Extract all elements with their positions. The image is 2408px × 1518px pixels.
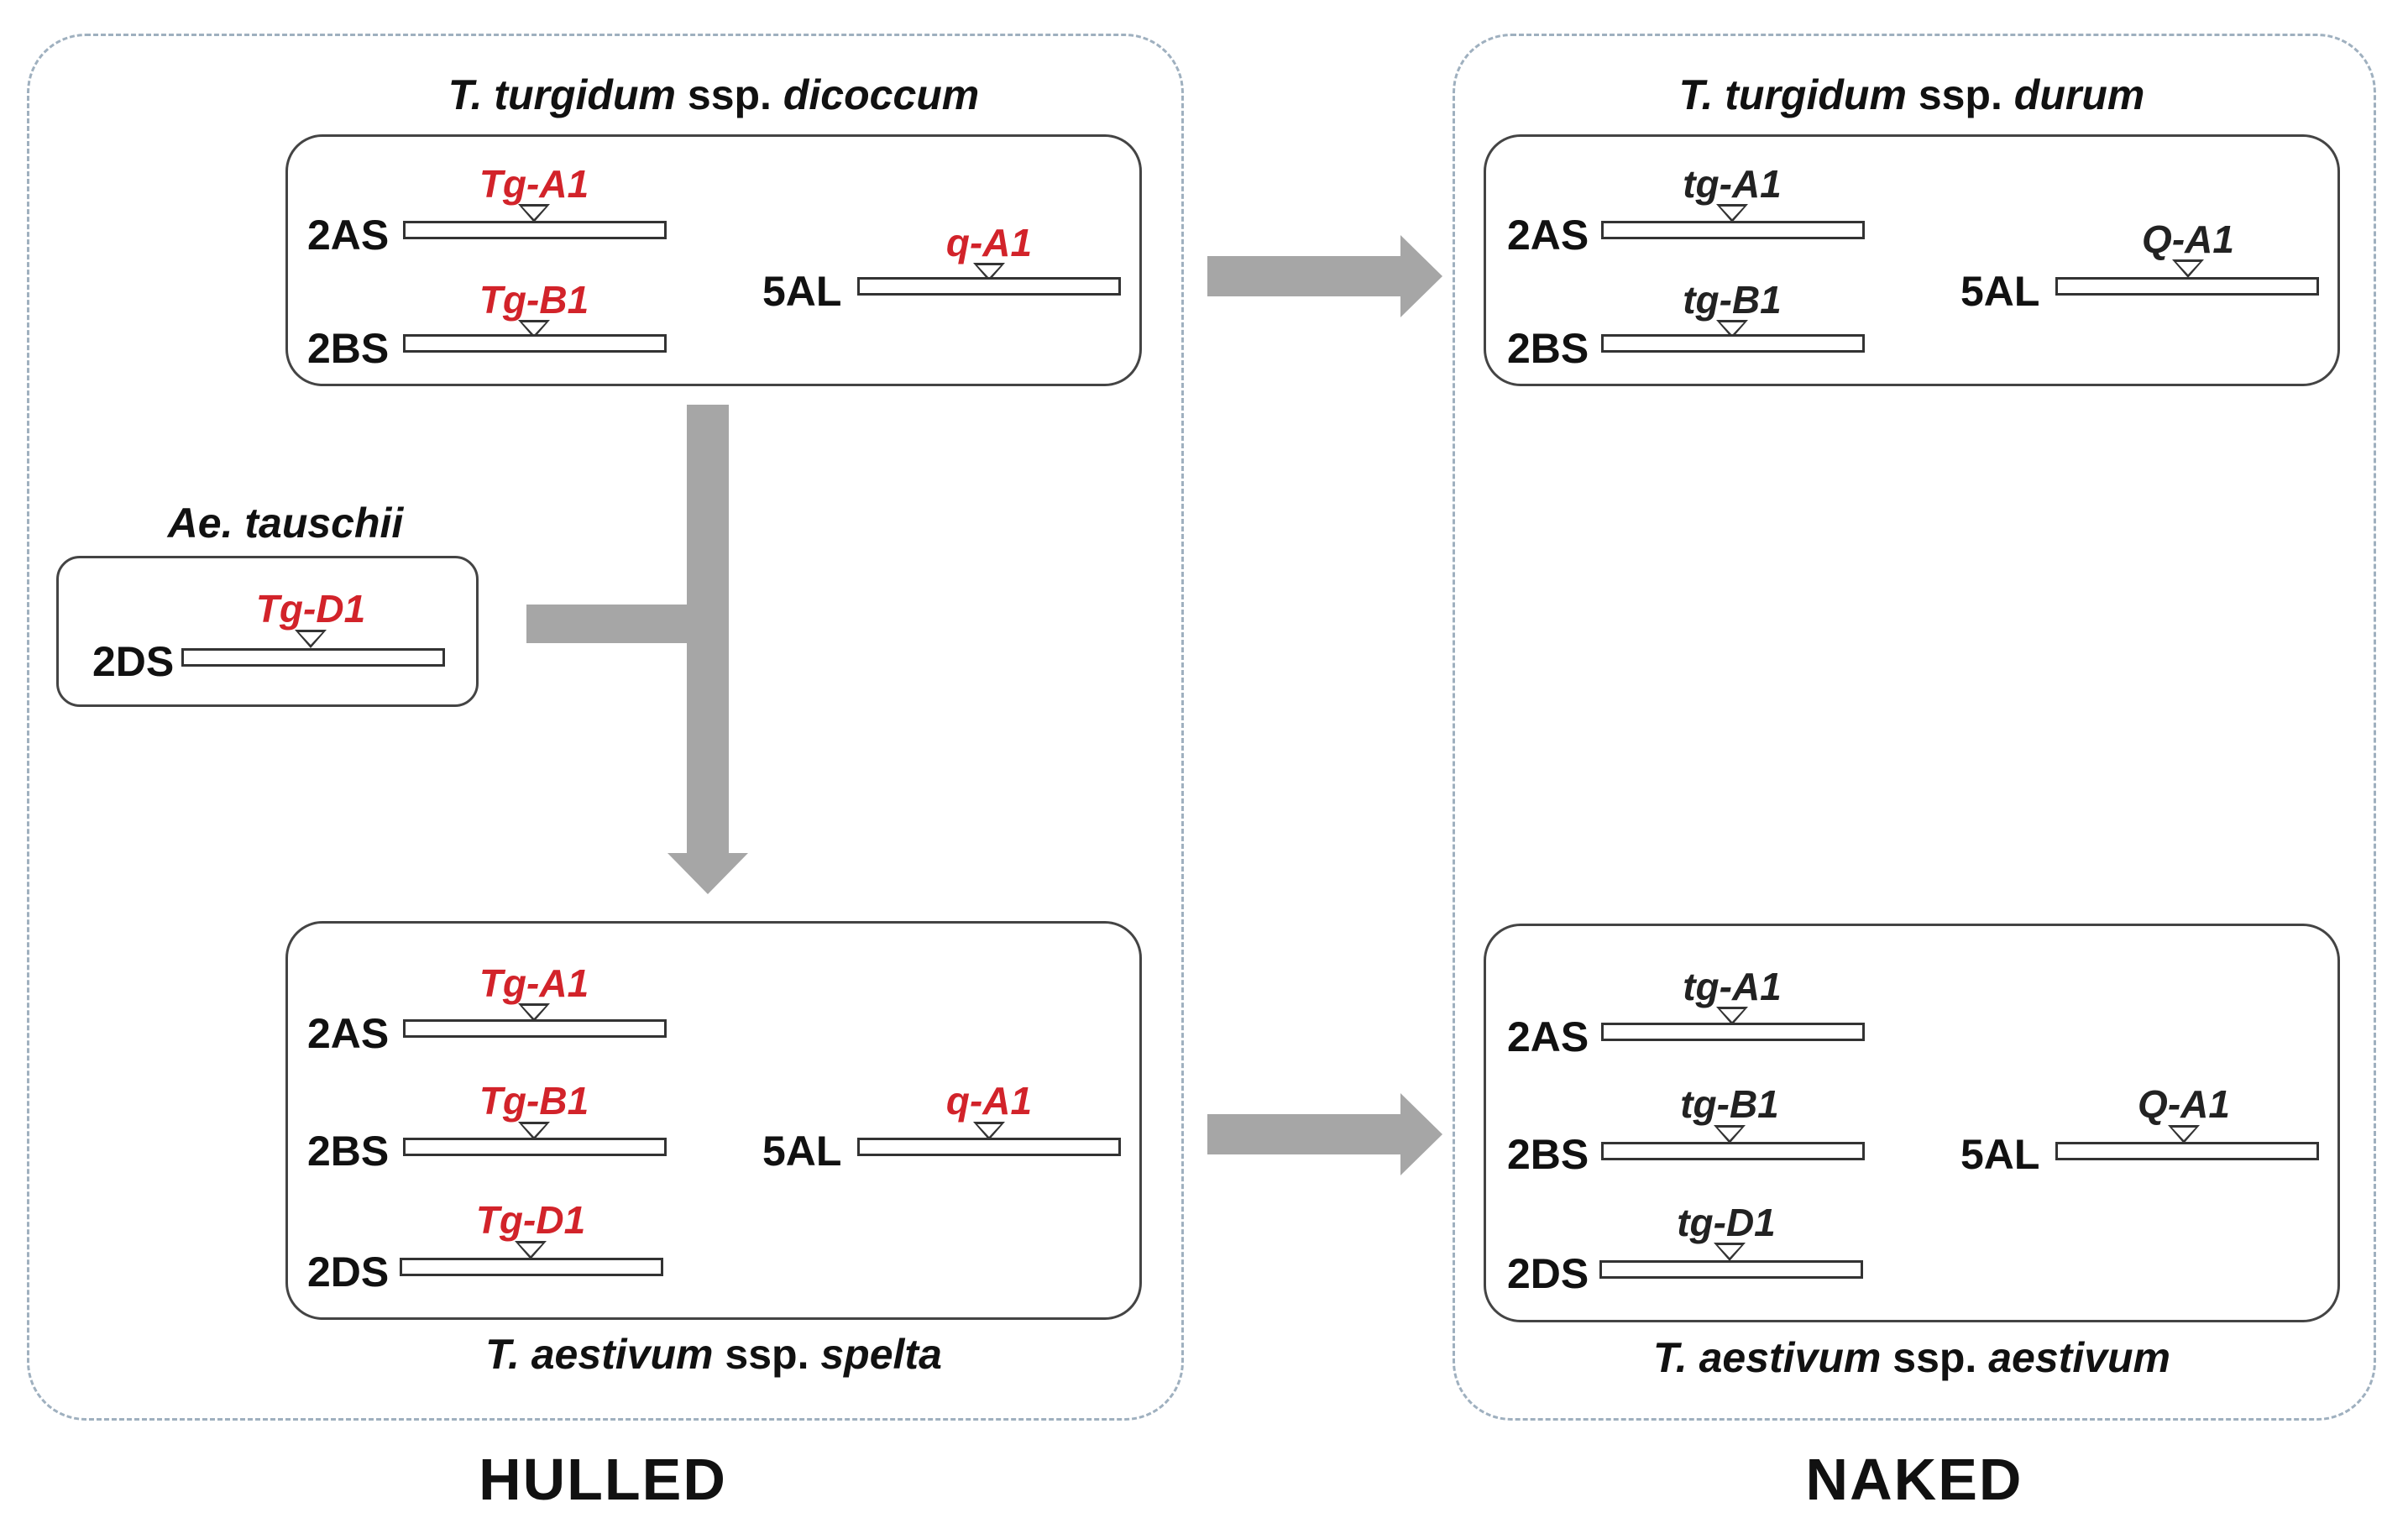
ssp-aestivum: ssp.	[1892, 1334, 1977, 1381]
chromosome-bar	[181, 648, 445, 667]
chromosome-bar	[403, 221, 667, 239]
gene-marker-icon	[1716, 320, 1748, 338]
chromosome-bar	[403, 1138, 667, 1156]
gene-marker-icon	[518, 320, 550, 338]
species-title-durum: T. turgidum ssp. durum	[1679, 74, 2145, 116]
gene-label: q-A1	[945, 1079, 1033, 1123]
chromosome-bar	[400, 1258, 663, 1276]
ssp-durum: ssp.	[1918, 71, 2002, 118]
gene-marker-icon	[2168, 1125, 2200, 1144]
gene-label: Q-A1	[2142, 217, 2234, 261]
arm-label: 2BS	[307, 1128, 390, 1175]
gene-marker-icon	[295, 630, 327, 648]
chromosome-bar	[1601, 1023, 1865, 1041]
genus-tauschii: Ae. tauschii	[167, 500, 404, 547]
gene-label: tg-A1	[1683, 965, 1782, 1008]
arm-label: 2AS	[307, 212, 390, 259]
gene-marker-icon	[518, 1003, 550, 1022]
arm-label: 2AS	[1507, 212, 1589, 259]
gene-label: tg-A1	[1683, 162, 1782, 206]
gene-label: Tg-A1	[479, 162, 589, 206]
ssp-spelta: ssp.	[725, 1331, 809, 1378]
gene-label: Tg-B1	[479, 278, 589, 322]
subspecies-spelta: spelta	[820, 1331, 942, 1378]
arm-label: 5AL	[762, 268, 842, 315]
chromosome-bar	[1601, 334, 1865, 353]
species-box-tauschii	[56, 556, 479, 707]
arrow-tauschii-merge	[526, 605, 694, 643]
species-title-spelta: T. aestivum ssp. spelta	[485, 1333, 942, 1375]
species-box-aestivum	[1484, 924, 2340, 1322]
species-box-dicoccum	[285, 134, 1142, 386]
arm-label: 2DS	[307, 1248, 390, 1296]
arrow-dicoccum-to-durum	[1207, 235, 1442, 317]
gene-marker-icon	[973, 263, 1005, 281]
gene-label: Q-A1	[2138, 1082, 2230, 1126]
arm-label: 2AS	[307, 1010, 390, 1057]
arm-label: 5AL	[1960, 1131, 2040, 1178]
species-title-tauschii: Ae. tauschii	[168, 502, 404, 544]
chromosome-bar	[403, 334, 667, 353]
gene-label: tg-B1	[1680, 1082, 1779, 1126]
chromosome-bar	[1599, 1260, 1863, 1279]
arm-label: 2DS	[1507, 1250, 1589, 1297]
gene-marker-icon	[2172, 259, 2204, 278]
hulled-label: HULLED	[479, 1447, 727, 1512]
gene-label: Tg-D1	[475, 1198, 586, 1242]
genus-spelta: T. aestivum	[485, 1331, 714, 1378]
gene-label: q-A1	[945, 221, 1033, 264]
chromosome-bar	[2055, 1142, 2319, 1160]
genus-aestivum: T. aestivum	[1652, 1334, 1882, 1381]
arm-label: 5AL	[1960, 268, 2040, 315]
chromosome-bar	[2055, 277, 2319, 296]
chromosome-bar	[403, 1019, 667, 1038]
gene-marker-icon	[518, 1122, 550, 1140]
naked-label: NAKED	[1805, 1447, 2023, 1512]
arm-label: 2BS	[307, 325, 390, 372]
species-title-dicoccum: T. turgidum ssp. dicoccum	[448, 74, 980, 116]
gene-label: tg-D1	[1677, 1201, 1776, 1244]
gene-marker-icon	[518, 204, 550, 222]
gene-marker-icon	[515, 1241, 547, 1259]
naked-region	[1453, 34, 2376, 1421]
ssp-dicoccum: ssp.	[687, 71, 772, 118]
gene-marker-icon	[973, 1122, 1005, 1140]
chromosome-bar	[1601, 221, 1865, 239]
chromosome-bar	[1601, 1142, 1865, 1160]
gene-label: tg-B1	[1683, 278, 1782, 322]
gene-label: Tg-D1	[255, 587, 366, 631]
arm-label: 2BS	[1507, 325, 1589, 372]
arm-label: 2AS	[1507, 1013, 1589, 1060]
arrow-dicoccum-to-spelta	[667, 405, 748, 894]
arrow-spelta-to-aestivum	[1207, 1093, 1442, 1175]
genus-durum: T. turgidum	[1678, 71, 1907, 118]
arm-label: 2BS	[1507, 1131, 1589, 1178]
chromosome-bar	[857, 1138, 1121, 1156]
gene-marker-icon	[1716, 204, 1748, 222]
chromosome-bar	[857, 277, 1121, 296]
subspecies-aestivum: aestivum	[1988, 1334, 2171, 1381]
gene-marker-icon	[1714, 1125, 1746, 1144]
genus-dicoccum: T. turgidum	[448, 71, 676, 118]
hulled-region	[27, 34, 1184, 1421]
arm-label: 2DS	[92, 638, 175, 685]
gene-marker-icon	[1714, 1243, 1746, 1261]
gene-label: Tg-B1	[479, 1079, 589, 1123]
subspecies-durum: durum	[2013, 71, 2145, 118]
species-title-aestivum: T. aestivum ssp. aestivum	[1653, 1337, 2170, 1379]
subspecies-dicoccum: dicoccum	[783, 71, 980, 118]
arm-label: 5AL	[762, 1128, 842, 1175]
gene-label: Tg-A1	[479, 961, 589, 1005]
species-box-spelta	[285, 921, 1142, 1320]
gene-marker-icon	[1716, 1007, 1748, 1025]
